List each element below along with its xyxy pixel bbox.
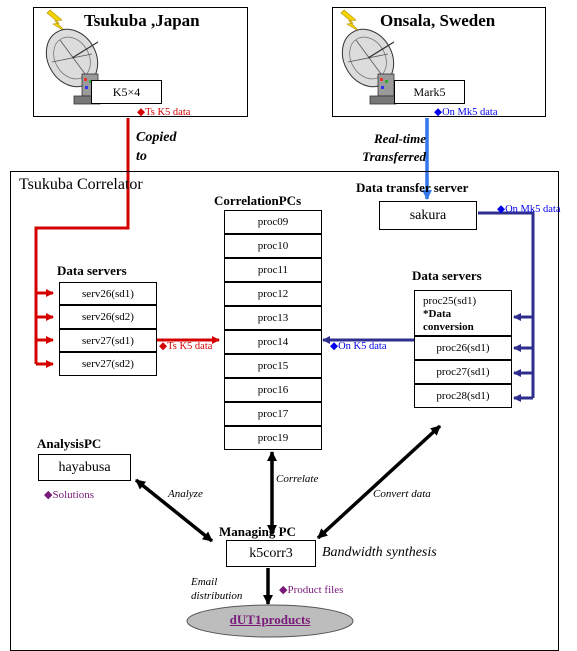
proc-item: proc17 [224,402,322,426]
correlation-pcs-list: proc09 proc10 proc11 proc12 proc13 proc1… [224,210,322,450]
tsukuba-recorder: K5×4 [91,80,162,104]
sakura-server: sakura [379,201,477,230]
tsukuba-data-label: ◆Ts K5 data [137,107,191,118]
copied-label: Copied to [136,130,177,164]
k5corr3-pc: k5corr3 [226,540,316,567]
left-servers-data-label: ◆Ts K5 data [159,341,213,352]
onsala-antenna-icon [340,9,397,105]
proc-item: proc13 [224,306,322,330]
data-server-item: serv27(sd2) [59,352,157,376]
proc-item: proc11 [224,258,322,282]
product-files-label: ◆Product files [279,584,344,596]
tsukuba-station [33,7,248,117]
email-distribution-label: Email distribution [191,576,243,602]
data-server-item: serv27(sd1) [59,329,157,352]
right-servers-data-label: ◆On K5 data [330,341,387,352]
data-server-item-with-note: proc25(sd1) *Data conversion [414,290,512,336]
tsukuba-station-name: Tsukuba ,Japan [84,11,200,30]
onsala-recorder: Mark5 [394,80,465,104]
analyze-label: Analyze [168,488,203,500]
onsala-station [332,7,546,117]
proc-item: proc15 [224,354,322,378]
proc-item: proc10 [224,234,322,258]
left-data-servers-list: serv26(sd1) serv26(sd2) serv27(sd1) serv… [59,282,157,376]
data-server-item: proc27(sd1) [414,360,512,384]
sakura-data-label: ◆On Mk5 data [497,204,561,215]
data-conversion-note: *Data conversion [423,308,474,333]
data-server-item: serv26(sd2) [59,305,157,329]
products-ellipse [186,604,354,638]
proc-item: proc12 [224,282,322,306]
managing-pc-title: Managing PC [219,524,296,539]
sakura-distribution-path [322,211,535,402]
bandwidth-synthesis-note: Bandwidth synthesis [322,545,437,560]
dut1-products-link[interactable]: dUT1products [229,612,311,627]
correlation-pcs-title: CorrelationPCs [214,193,302,208]
control-arrows [134,424,442,605]
proc-item: proc14 [224,330,322,354]
proc-item: proc09 [224,210,322,234]
data-server-item: proc28(sd1) [414,384,512,408]
tsukuba-copy-path [34,118,220,368]
right-data-servers-title: Data servers [412,268,482,283]
hayabusa-pc: hayabusa [38,454,131,481]
correlator-title: Tsukuba Correlator [19,176,143,193]
transfer-server-title: Data transfer server [356,180,469,195]
left-data-servers-title: Data servers [57,263,127,278]
proc-item: proc16 [224,378,322,402]
correlate-label: Correlate [276,473,319,485]
analysis-pc-title: AnalysisPC [37,436,102,451]
realtime-label: Real-time Transferred [362,131,426,164]
onsala-data-label: ◆On Mk5 data [434,107,498,118]
right-data-servers-list: proc25(sd1) *Data conversion proc26(sd1)… [414,290,512,408]
solutions-label: ◆Solutions [44,489,95,501]
onsala-station-name: Onsala, Sweden [380,11,496,30]
proc-item: proc19 [224,426,322,450]
convert-data-label: Convert data [373,488,431,500]
data-server-item: serv26(sd1) [59,282,157,305]
data-server-item: proc26(sd1) [414,336,512,360]
data-server-item-label: proc25(sd1) [423,295,477,307]
